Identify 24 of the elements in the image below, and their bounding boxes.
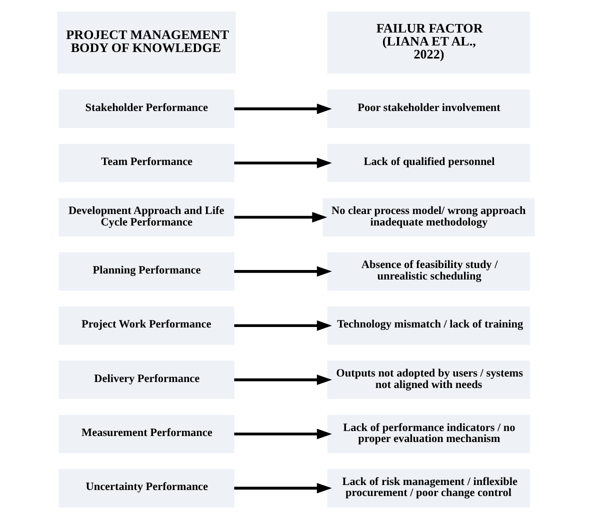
- node-box: Lack of performance indicators / no proper evaluation mechanism: [327, 414, 530, 454]
- node-box: No clear process model/ wrong approach inadequate methodology: [322, 198, 535, 236]
- node-box: Absence of feasibility study / unrealistic scheduling: [327, 252, 530, 291]
- arrow: [234, 266, 332, 277]
- arrow: [234, 104, 332, 114]
- node-box: Project Work Performance: [58, 306, 234, 345]
- node-box: Team Performance: [58, 144, 234, 182]
- node-box: Lack of qualified personnel: [327, 144, 530, 182]
- arrow: [234, 320, 332, 331]
- arrow: [234, 158, 332, 168]
- node-box: Technology mismatch / lack of training: [327, 306, 530, 345]
- arrow: [234, 482, 332, 494]
- arrow: [234, 374, 332, 386]
- node-box: Planning Performance: [58, 252, 234, 291]
- node-box: Outputs not adopted by users / systems not aligned with needs: [327, 360, 530, 399]
- node-box: Measurement Performance: [58, 414, 234, 454]
- node-box: Delivery Performance: [58, 360, 234, 399]
- arrow: [234, 212, 328, 222]
- arrow: [234, 428, 332, 440]
- node-box: Uncertainty Performance: [58, 469, 234, 508]
- node-box: Development Approach and Life Cycle Performance: [58, 198, 234, 236]
- node-box: Lack of risk management / inflexible procurement / poor change control: [327, 469, 530, 508]
- node-box: Stakeholder Performance: [58, 90, 234, 128]
- node-box: Poor stakeholder involvement: [327, 90, 530, 128]
